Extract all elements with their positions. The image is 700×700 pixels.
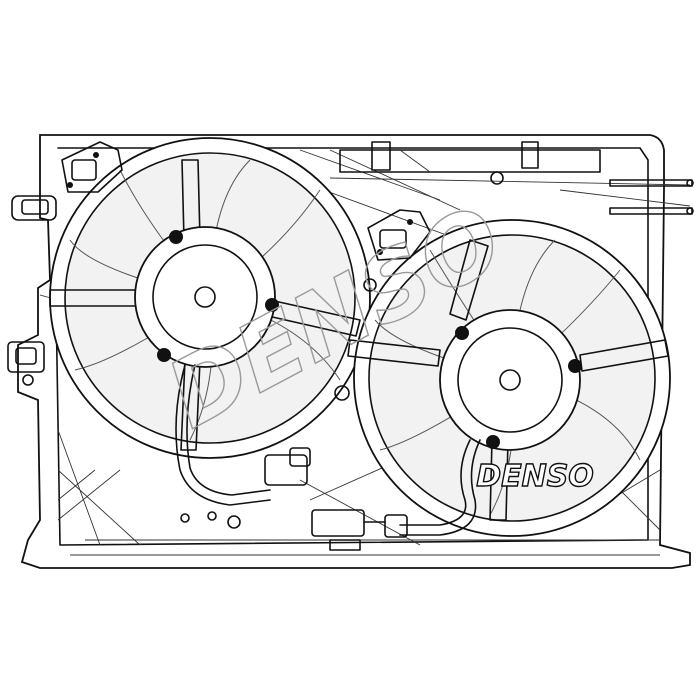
right-fan-motor-housing xyxy=(439,309,581,451)
left-fan xyxy=(49,137,371,459)
right-fan xyxy=(347,219,671,537)
right-fan-spokes xyxy=(347,239,669,521)
brand-logo: DENSO xyxy=(476,459,594,494)
left-fan-hub xyxy=(152,244,258,350)
left-fan-motor-housing xyxy=(134,226,276,368)
right-motor-connector xyxy=(367,209,431,261)
right-connector-pins xyxy=(559,179,694,215)
left-fan-center-cap xyxy=(194,286,216,308)
top-rail xyxy=(329,141,691,186)
left-motor-connector xyxy=(61,141,123,193)
right-fan-center-cap xyxy=(499,369,521,391)
wiring-harness xyxy=(175,171,504,551)
right-fan-hub xyxy=(457,327,563,433)
